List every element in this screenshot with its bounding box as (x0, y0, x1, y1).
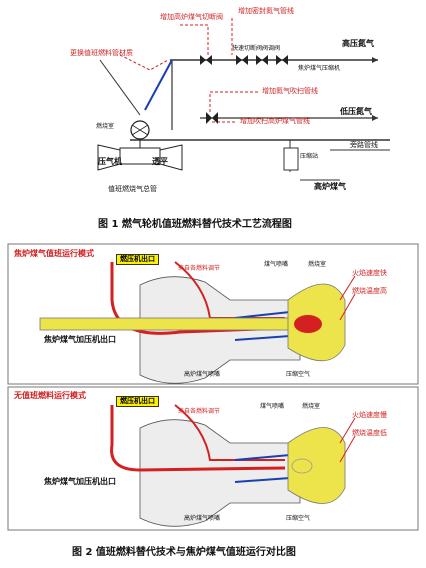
label-combustor: 燃烧室 (96, 123, 115, 130)
bottom-combustor: 燃烧室 (302, 403, 321, 410)
top-panel-drawing (39, 261, 356, 384)
turbine-unit-icon (97, 120, 183, 171)
label-turbine: 透平 (152, 157, 168, 166)
bottom-outlet-box: 燃压机出口 (116, 396, 159, 407)
label-shutoff-valve: 增加高炉煤气切断阀 (160, 13, 223, 21)
valve-icon (200, 55, 288, 124)
label-hp-nitrogen: 高压氮气 (342, 39, 374, 48)
label-coke-gas-press: 焦炉煤气压缩机 (298, 65, 341, 72)
label-bf-gas: 高炉煤气 (314, 182, 346, 191)
label-purge-line: 增加氮气吹扫管线 (262, 87, 318, 95)
bottom-flame-slow: 火焰速度慢 (352, 411, 387, 419)
bottom-panel-drawing (110, 404, 356, 527)
top-outlet-box: 燃压机出口 (116, 254, 159, 265)
label-valve-right: 阀调阀 (262, 45, 281, 52)
bottom-gas-nozzle: 煤气喷嘴 (260, 403, 285, 410)
top-combustor: 燃烧室 (308, 261, 327, 268)
bottom-bf-nozzle: 高炉煤气喷嘴 (184, 515, 221, 522)
top-gas-nozzle: 煤气喷嘴 (264, 261, 289, 268)
bottom-outlet: 焦炉煤气加压机出口 (44, 477, 116, 486)
top-bf-nozzle: 高炉煤气喷嘴 (184, 371, 221, 378)
label-valve-left: 快速切断阀 (232, 45, 263, 52)
bottom-mode-label: 无值班燃料运行模式 (14, 391, 86, 400)
label-header: 值班燃烧气总管 (108, 185, 157, 193)
top-comp-air: 压缩空气 (286, 371, 311, 378)
label-purge-bf: 增加吹扫高炉煤气管线 (240, 117, 310, 125)
press-station-box (283, 147, 299, 171)
fig1-caption: 图 1 燃气轮机值班燃料替代技术工艺流程图 (98, 219, 292, 230)
top-flame-fast: 火焰速度快 (352, 269, 387, 277)
label-compressor: 压气机 (98, 157, 122, 166)
top-from-gt: 来自各燃料调节 (178, 265, 221, 272)
label-bypass: 旁路管线 (350, 141, 378, 149)
bottom-temp-low: 燃烧温度低 (352, 429, 387, 437)
label-nitrogen-line: 增加密封氮气管线 (238, 7, 294, 15)
top-temp-high: 燃烧温度高 (352, 287, 387, 295)
label-replace-pipe: 更换值班燃料管材质 (70, 49, 133, 57)
label-press-station: 压缩站 (300, 153, 319, 160)
bottom-from-gt: 来自各燃料调节 (178, 408, 221, 415)
bottom-comp-air: 压缩空气 (286, 515, 311, 522)
label-lp-nitrogen: 低压氮气 (340, 107, 372, 116)
top-outlet: 焦炉煤气加压机出口 (44, 335, 116, 344)
top-mode-label: 焦炉煤气值班运行模式 (14, 249, 94, 258)
fig2-caption: 图 2 值班燃料替代技术与焦炉煤气值班运行对比图 (72, 547, 296, 558)
